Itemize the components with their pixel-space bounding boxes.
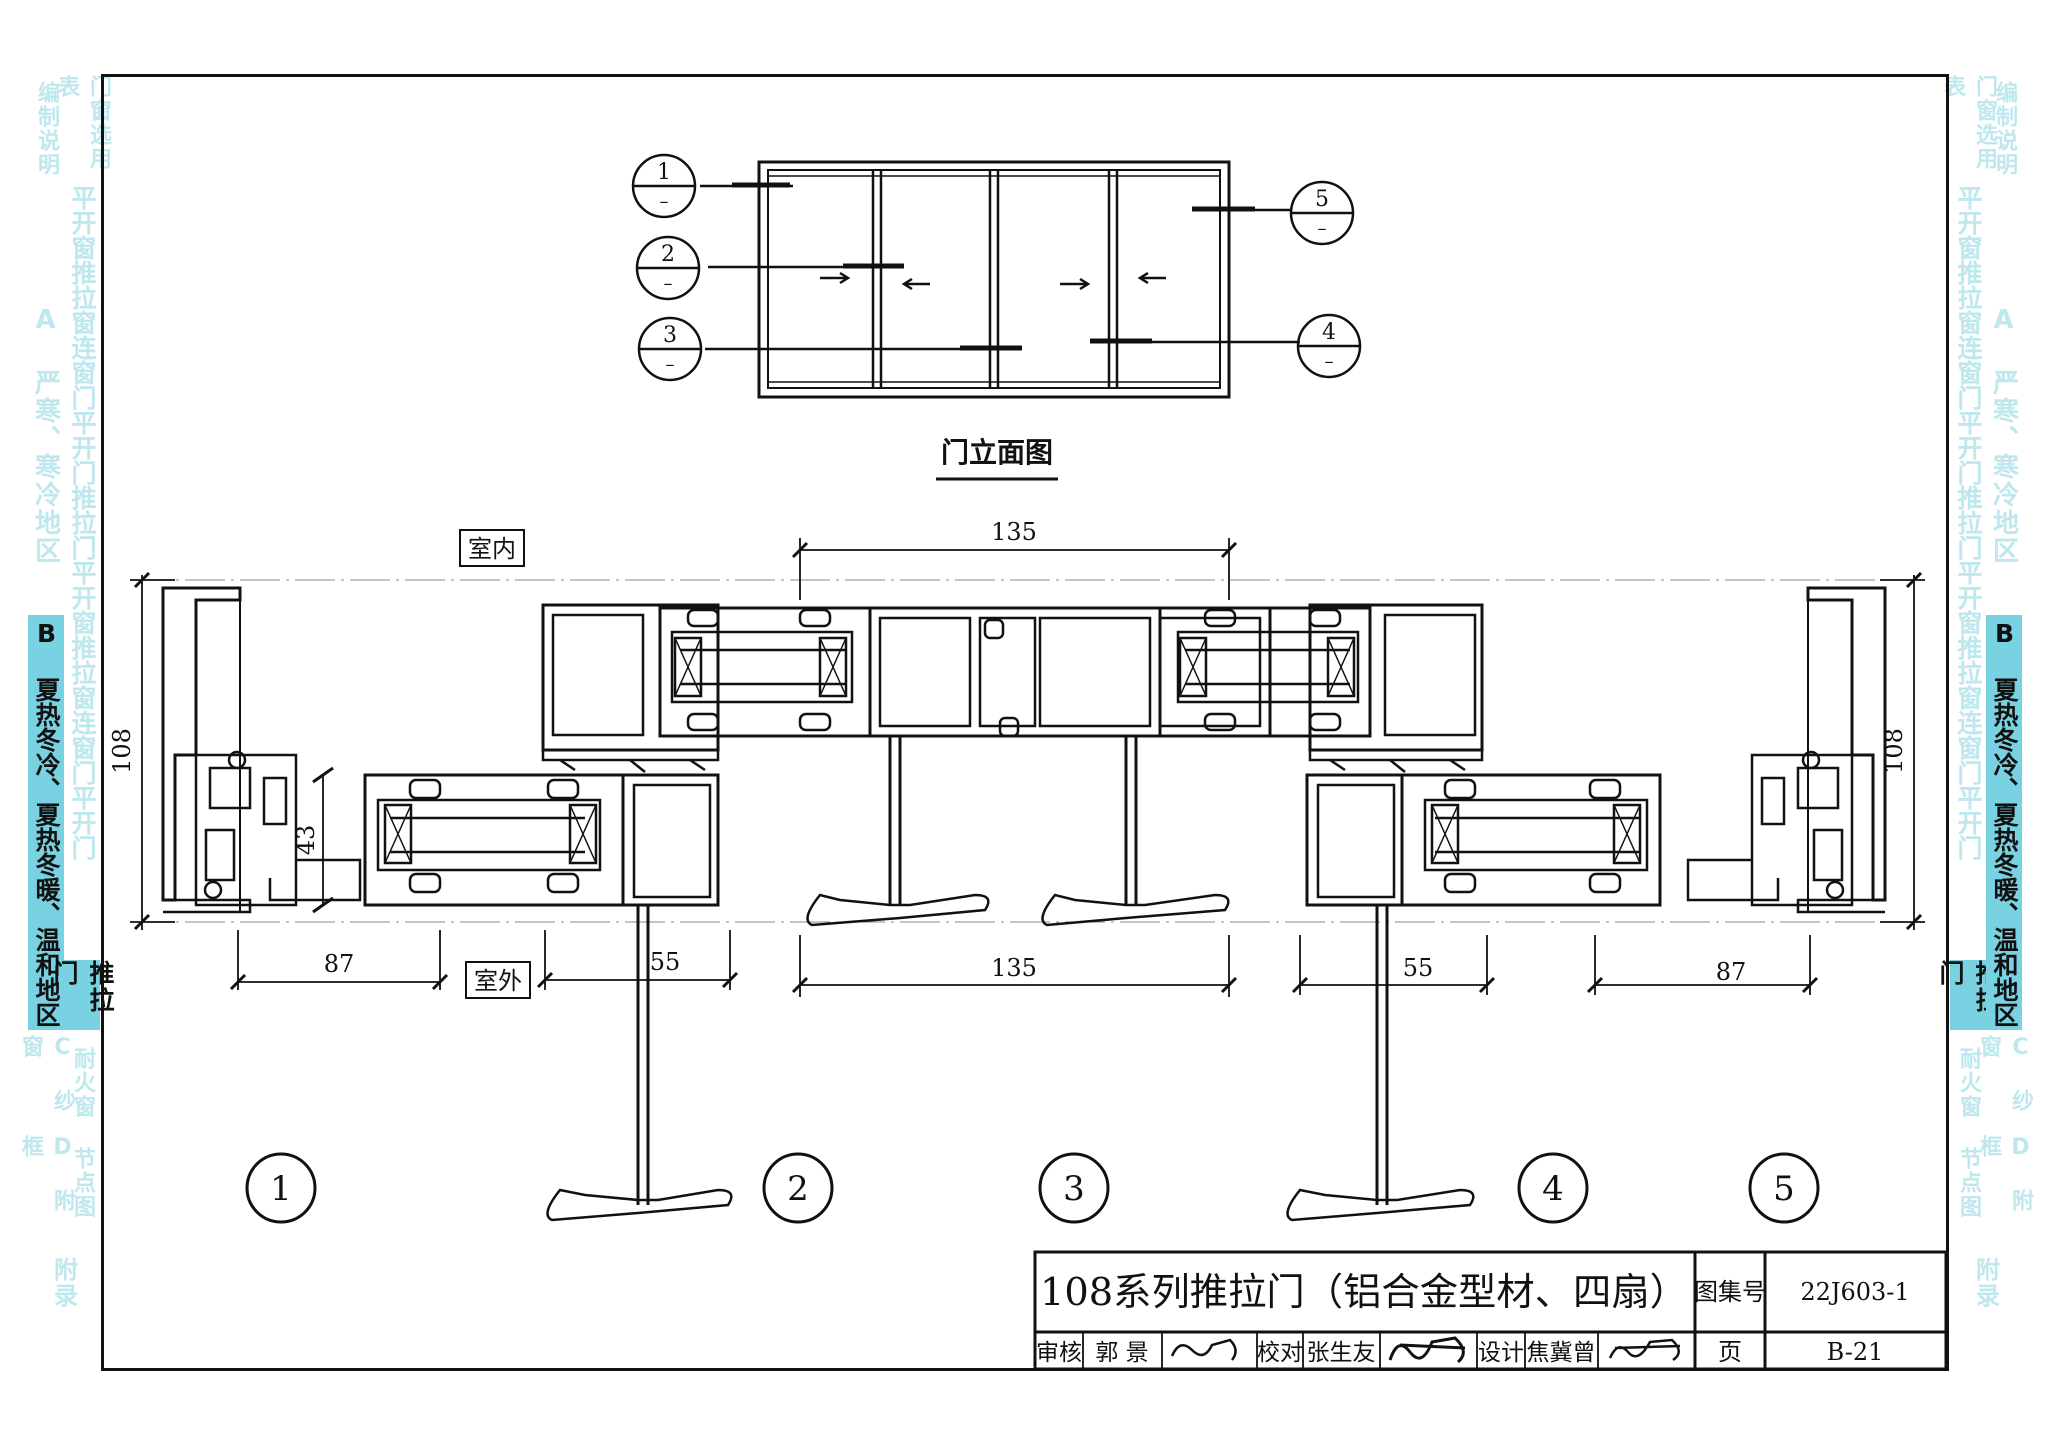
section-marker-5-label: 5 (1773, 1169, 1795, 1209)
dim-left-55: 55 (650, 948, 681, 976)
check-label: 校对 (1257, 1340, 1303, 1366)
elevation-callout-3 (637, 316, 703, 382)
slide-arrow-3-icon (1060, 277, 1091, 291)
tab-sub-frame[interactable]: D 附框 (18, 1135, 75, 1213)
callout-2-sub: – (664, 273, 673, 294)
elevation-title: 门立面图 (941, 436, 1053, 469)
tab-fire-window-right[interactable]: 耐火窗 (1956, 1046, 1981, 1119)
page-number: B-21 (1827, 1338, 1884, 1366)
callout-4-sub: – (1325, 351, 1334, 372)
tab-zone-b-right[interactable]: B 夏热冬冷、夏热冬暖、温和地区 (1986, 615, 2022, 1030)
dimension-lines (130, 538, 1925, 997)
drawing-title: 108系列推拉门（铝合金型材、四扇） (1040, 1270, 1688, 1314)
elevation-callout-2 (635, 235, 701, 301)
tab-selection-table-right[interactable]: 门窗选用表 (1940, 75, 1997, 171)
section-drawing (130, 579, 1920, 1222)
reviewer-name: 郭 景 (1095, 1340, 1148, 1366)
slide-arrow-4-icon (1137, 271, 1166, 285)
dim-left-108: 108 (108, 728, 136, 774)
section-marker-4-label: 4 (1542, 1169, 1564, 1209)
drawing-frame (101, 74, 1949, 1371)
slide-arrow-2-icon (901, 277, 930, 291)
section-marker-3 (1038, 1152, 1110, 1224)
dim-right-55: 55 (1403, 954, 1434, 982)
tab-appendix-right[interactable]: 附录 (1971, 1256, 2000, 1309)
left-index-tabs: 编制说明 门窗选用表 A 严寒、寒冷地区 平开窗推拉窗连窗门平开门推拉门平开窗推… (18, 75, 115, 1309)
elevation-callout-1 (631, 153, 697, 219)
checker-signature (1388, 1336, 1466, 1364)
dim-right-87: 87 (1716, 958, 1747, 986)
indoor-label-box (459, 529, 525, 567)
tab-selection-table[interactable]: 门窗选用表 (54, 75, 111, 171)
tab-screen-window[interactable]: C 纱窗 (18, 1035, 75, 1113)
outdoor-label-box (465, 961, 531, 999)
callout-5-sub: – (1318, 218, 1327, 239)
callout-2-number: 2 (661, 242, 675, 267)
tab-zone-b[interactable]: B 夏热冬冷、夏热冬暖、温和地区 (28, 615, 64, 1030)
section-marker-1 (245, 1152, 317, 1224)
dim-bottom-135: 135 (991, 954, 1037, 982)
tab-node-drawings[interactable]: 节点图 (70, 1146, 95, 1219)
atlas-label: 图集号 (1694, 1278, 1766, 1306)
tab-fire-window[interactable]: 耐火窗 (70, 1046, 95, 1119)
designer-name: 焦冀曾 (1527, 1340, 1596, 1366)
door-elevation (700, 160, 1300, 399)
slide-arrow-1-icon (820, 271, 851, 285)
tab-zone-a[interactable]: A 严寒、寒冷地区 (30, 305, 61, 565)
tab-compile-notes[interactable]: 编制说明 (34, 80, 59, 177)
tab-window-types[interactable]: 平开窗推拉窗连窗门平开门推拉门平开窗推拉窗连窗门平开门 (68, 185, 97, 860)
right-index-tabs: 门窗选用表 编制说明 平开窗推拉窗连窗门平开门推拉门平开窗推拉窗连窗门平开门 A… (1936, 75, 2033, 1309)
tab-compile-notes-right[interactable]: 编制说明 (1992, 80, 2017, 177)
callout-5-number: 5 (1315, 187, 1329, 212)
indoor-label: 室内 (468, 535, 516, 563)
tab-appendix[interactable]: 附录 (49, 1256, 78, 1309)
dim-left-43: 43 (292, 825, 320, 856)
tab-node-drawings-right[interactable]: 节点图 (1956, 1146, 1981, 1219)
title-block-grid (1033, 1250, 1948, 1371)
reviewer-signature (1170, 1338, 1237, 1361)
atlas-number: 22J603-1 (1800, 1278, 1909, 1306)
section-marker-3-label: 3 (1063, 1169, 1085, 1209)
section-marker-4 (1517, 1152, 1589, 1224)
section-marker-1-label: 1 (270, 1169, 292, 1209)
section-marker-2 (762, 1152, 834, 1224)
callout-3-sub: – (666, 354, 675, 375)
outdoor-label: 室外 (474, 967, 522, 995)
elevation-callout-4 (1296, 313, 1362, 379)
dim-top-135: 135 (991, 518, 1037, 546)
tab-sub-frame-right[interactable]: D 附框 (1976, 1135, 2033, 1213)
dim-left-87: 87 (324, 950, 355, 978)
review-label: 审核 (1036, 1340, 1082, 1366)
dim-right-108: 108 (1880, 728, 1908, 774)
elevation-callout-5 (1289, 180, 1355, 246)
tab-window-types-right[interactable]: 平开窗推拉窗连窗门平开门推拉门平开窗推拉窗连窗门平开门 (1954, 185, 1983, 860)
callout-1-sub: – (660, 191, 669, 212)
tab-zone-a-right[interactable]: A 严寒、寒冷地区 (1988, 305, 2019, 565)
callout-3-number: 3 (663, 323, 677, 348)
callout-4-number: 4 (1322, 320, 1336, 345)
designer-signature (1608, 1338, 1681, 1362)
design-label: 设计 (1478, 1340, 1524, 1366)
section-marker-2-label: 2 (787, 1169, 809, 1209)
callout-1-number: 1 (657, 160, 671, 185)
checker-name: 张生友 (1307, 1340, 1376, 1366)
tab-screen-window-right[interactable]: C 纱窗 (1976, 1035, 2033, 1113)
section-marker-5 (1748, 1152, 1820, 1224)
tab-sliding-door[interactable]: 推拉门 (50, 960, 115, 1030)
page-label: 页 (1718, 1338, 1742, 1366)
